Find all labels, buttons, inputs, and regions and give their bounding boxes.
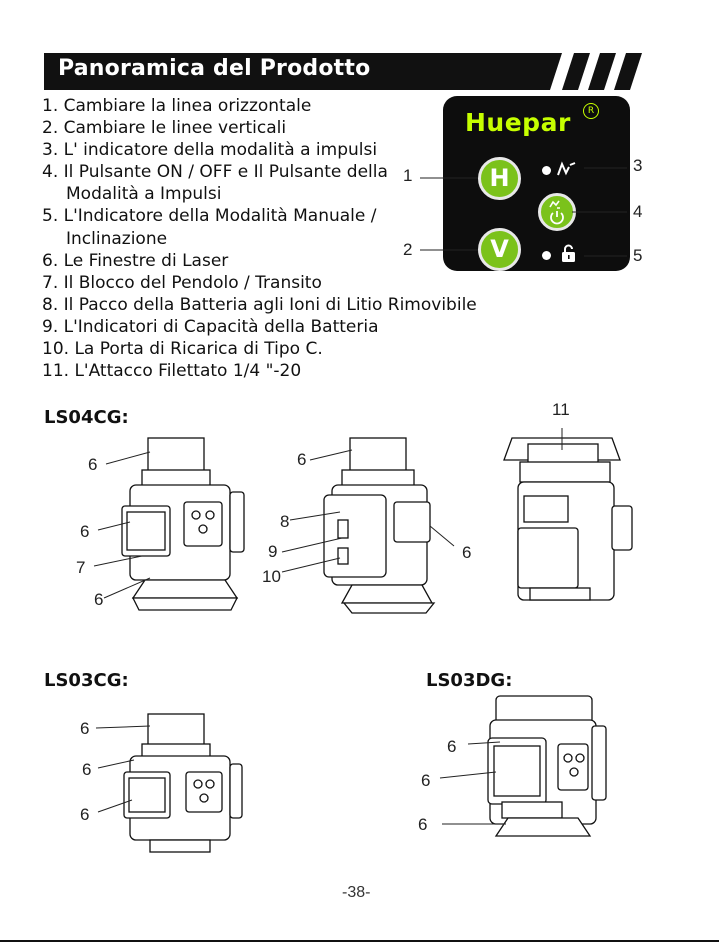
- laser-level-illustration-ls04cg-side: [281, 437, 455, 614]
- model-heading-ls04cg: LS04CG:: [44, 407, 129, 428]
- power-icon: [549, 200, 564, 225]
- horizontal-line-button: H: [478, 157, 521, 200]
- footer-rule: [0, 940, 719, 942]
- list-item: 3. L' indicatore della modalità a impuls…: [42, 140, 378, 161]
- callout-label: 2: [403, 240, 413, 259]
- registered-mark: R: [583, 103, 599, 119]
- list-item: 1. Cambiare la linea orizzontale: [42, 96, 312, 116]
- callout-label: 10: [262, 567, 281, 586]
- list-item: 9. L'Indicatori di Capacità della Batter…: [42, 316, 379, 337]
- list-item: 7. Il Blocco del Pendolo / Transito: [42, 272, 322, 293]
- callout-label: 6: [80, 522, 90, 541]
- page-number: -38-: [342, 884, 371, 901]
- callout-label: 6: [80, 805, 90, 824]
- page-title: Panoramica del Prodotto: [58, 56, 371, 81]
- power-pulse-button: [538, 193, 576, 231]
- callout-label: 7: [76, 558, 86, 577]
- vertical-line-button: V: [478, 228, 521, 271]
- model-heading-ls03dg: LS03DG:: [426, 670, 513, 691]
- feature-list: 1. Cambiare la linea orizzontale 2. Camb…: [42, 95, 512, 382]
- brand-logo: Huepar: [465, 108, 571, 137]
- callout-label: 6: [88, 455, 98, 474]
- list-item: 6. Le Finestre di Laser: [42, 250, 229, 271]
- callout-label: 6: [447, 737, 457, 756]
- list-item: 4. Il Pulsante ON / OFF e Il Pulsante de…: [42, 162, 388, 183]
- callout-label: 3: [633, 156, 643, 175]
- callout-label: 6: [94, 590, 104, 609]
- laser-level-illustration-ls03dg: [439, 695, 607, 837]
- callout-label: 11: [552, 400, 570, 419]
- laser-level-illustration-ls04cg-bottom: [503, 428, 633, 601]
- callout-label: 6: [421, 771, 431, 790]
- callout-label: 8: [280, 512, 290, 531]
- callout-label: 5: [633, 246, 643, 265]
- callout-label: 9: [268, 542, 278, 561]
- callout-label: 6: [82, 760, 92, 779]
- section-header: Panoramica del Prodotto: [44, 53, 644, 90]
- list-item: 8. Il Pacco della Batteria agli Ioni di …: [42, 294, 477, 315]
- list-item-continuation: Inclinazione: [66, 228, 168, 249]
- callout-label: 6: [462, 543, 472, 562]
- laser-level-illustration-ls04cg-front: [93, 437, 245, 611]
- list-item: 2. Cambiare le linee verticali: [42, 118, 287, 139]
- tilt-indicator-dot: [542, 251, 551, 260]
- model-heading-ls03cg: LS03CG:: [44, 670, 129, 691]
- lock-icon: [562, 244, 575, 262]
- callout-label: 6: [80, 719, 90, 738]
- callout-label: 1: [403, 166, 413, 185]
- list-item: 10. La Porta di Ricarica di Tipo C.: [42, 339, 323, 360]
- callout-label: 6: [418, 815, 428, 834]
- laser-level-illustration-ls03cg: [95, 713, 243, 853]
- pulse-mode-icon: [557, 161, 576, 176]
- control-panel-illustration: Huepar R H V: [443, 96, 630, 271]
- panel-callout-lines: [420, 167, 627, 257]
- pulse-indicator-dot: [542, 166, 551, 175]
- list-item: 5. L'Indicatore della Modalità Manuale /: [42, 206, 377, 227]
- callout-label: 6: [297, 450, 307, 469]
- callout-label: 4: [633, 202, 643, 221]
- header-bar-shape: [44, 53, 642, 90]
- list-item-continuation: Modalità a Impulsi: [66, 184, 222, 205]
- list-item: 11. L'Attacco Filettato 1/4 "-20: [42, 361, 302, 382]
